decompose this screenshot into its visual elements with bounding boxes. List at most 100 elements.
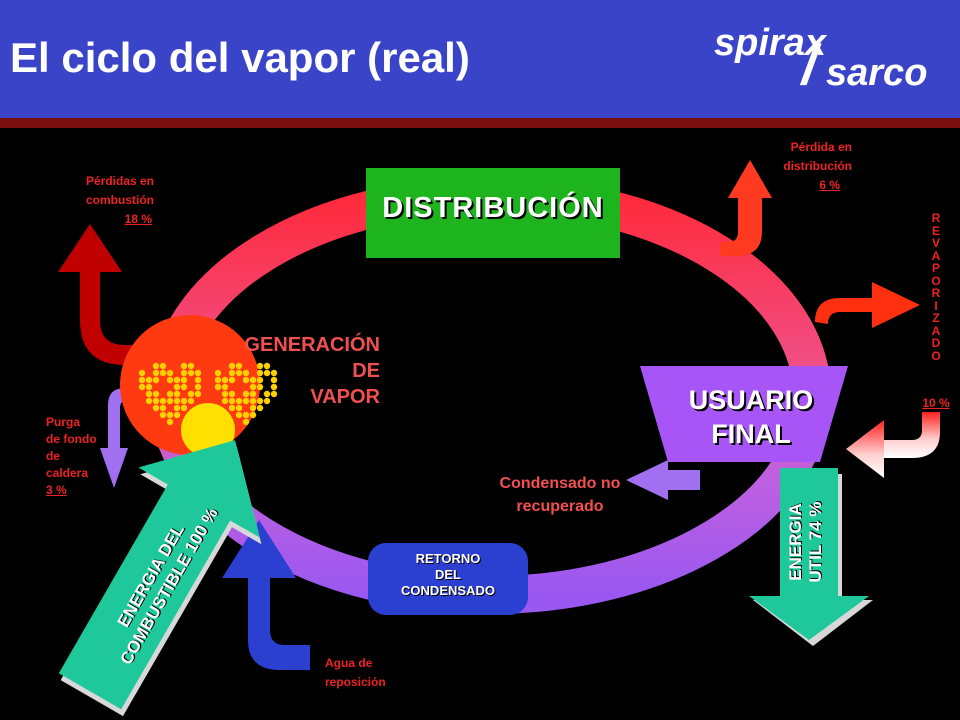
flame-dot — [145, 376, 153, 384]
logo-word-sarco: sarco — [826, 52, 928, 94]
flame-dot — [180, 369, 188, 377]
flame-dot — [242, 369, 250, 377]
blowdown-line1: Purga — [46, 415, 81, 429]
condensate-lost-line1: Condensado no — [499, 475, 621, 492]
flame-dot — [159, 362, 167, 370]
spirax-sarco-logo: spirax / sarco — [708, 18, 948, 96]
flame-dot — [242, 411, 250, 419]
flame-dot — [228, 376, 236, 384]
flame-dot — [242, 397, 250, 405]
flame-dot — [228, 390, 236, 398]
blowdown-value: 3 % — [46, 483, 67, 497]
revaporized-letter: R — [931, 286, 941, 300]
makeup-line1: Agua de — [325, 656, 373, 670]
end-user-line1: USUARIO — [688, 385, 814, 415]
flame-dot — [228, 397, 236, 405]
flame-dot — [228, 404, 236, 412]
header-band — [0, 118, 960, 128]
end-user-line2: FINAL — [711, 419, 791, 449]
page-title: El ciclo del vapor (real) — [10, 34, 470, 81]
fuel-energy-arrow — [58, 440, 262, 717]
flame-dot — [166, 418, 174, 426]
useful-energy-line1: ENERGIA — [786, 503, 805, 581]
combustion-loss-value: 18 % — [124, 212, 152, 226]
revaporized-letter: D — [931, 336, 941, 350]
flame-dot — [138, 369, 146, 377]
flame-dot — [235, 411, 243, 419]
condensate-return-label: RETORNO DEL CONDENSADO — [368, 551, 528, 599]
flame-dot — [221, 390, 229, 398]
flame-dot — [159, 369, 167, 377]
flame-dot — [145, 390, 153, 398]
revaporized-letter: R — [931, 211, 941, 225]
flame-dot — [187, 390, 195, 398]
flame-dot — [166, 390, 174, 398]
flame-dot — [235, 397, 243, 405]
flame-dot — [194, 369, 202, 377]
flame-dot — [166, 376, 174, 384]
flame-dot — [152, 397, 160, 405]
flame-dot — [256, 369, 264, 377]
blowdown-label: Purga de fondo de caldera 3 % — [46, 414, 106, 499]
flame-dot — [270, 369, 278, 377]
flame-dot — [228, 369, 236, 377]
flame-dot — [263, 397, 271, 405]
flame-dot — [173, 376, 181, 384]
distribution-loss-label: Pérdida en distribución 6 % — [752, 138, 852, 195]
flame-dot — [256, 397, 264, 405]
generation-line2: DE — [352, 360, 380, 382]
flame-dot — [180, 383, 188, 391]
flame-dot — [221, 397, 229, 405]
return-line1: RETORNO — [415, 551, 481, 566]
flame-dot — [256, 383, 264, 391]
generation-line1: GENERACIÓN — [244, 334, 380, 356]
combustion-loss-arrow — [58, 224, 170, 365]
revaporized-letter: V — [931, 236, 940, 250]
return-line2: DEL — [435, 567, 461, 582]
flame-dot — [263, 362, 271, 370]
return-line3: CONDENSADO — [401, 583, 495, 598]
flame-dot — [152, 376, 160, 384]
flame-dot — [214, 383, 222, 391]
blowdown-line2: de fondo — [46, 432, 97, 446]
revaporized-letter: E — [931, 223, 940, 238]
flame-dot — [180, 362, 188, 370]
flame-dot — [138, 383, 146, 391]
revaporized-letter: I — [934, 298, 938, 313]
flame-dot — [221, 376, 229, 384]
end-user-label: USUARIO FINAL — [656, 383, 846, 451]
flame-dot — [249, 383, 257, 391]
distribution-label: DISTRIBUCIÓN — [382, 192, 604, 224]
flame-dot — [173, 404, 181, 412]
flame-dot — [152, 390, 160, 398]
flame-dot — [256, 362, 264, 370]
flame-dot — [152, 362, 160, 370]
flame-dot — [187, 369, 195, 377]
flame-dot — [166, 397, 174, 405]
flame-dot — [270, 390, 278, 398]
flame-dot — [152, 369, 160, 377]
flame-dot — [242, 390, 250, 398]
flame-dot — [145, 383, 153, 391]
end-user-box — [640, 366, 848, 462]
flame-dot — [235, 404, 243, 412]
flame-dot — [249, 411, 257, 419]
revaporized-value-text: 10 % — [922, 396, 950, 410]
distribution-loss-line2: distribución — [783, 159, 852, 173]
flame-dot — [270, 383, 278, 391]
flame-dot — [249, 397, 257, 405]
revaporized-letter: A — [931, 323, 941, 338]
flame-dot — [256, 376, 264, 384]
flame-dot — [194, 376, 202, 384]
flame-dot — [194, 383, 202, 391]
generation-line3: VAPOR — [310, 386, 380, 408]
flame-dot — [249, 376, 257, 384]
blowdown-line3: de — [46, 449, 61, 463]
makeup-water-arrow — [222, 520, 310, 670]
flame-dot — [159, 404, 167, 412]
revaporized-letter: O — [931, 273, 941, 288]
steam-cycle-diagram — [58, 160, 940, 717]
flame-dot — [214, 369, 222, 377]
flame-dot — [173, 397, 181, 405]
flame-dot — [180, 376, 188, 384]
